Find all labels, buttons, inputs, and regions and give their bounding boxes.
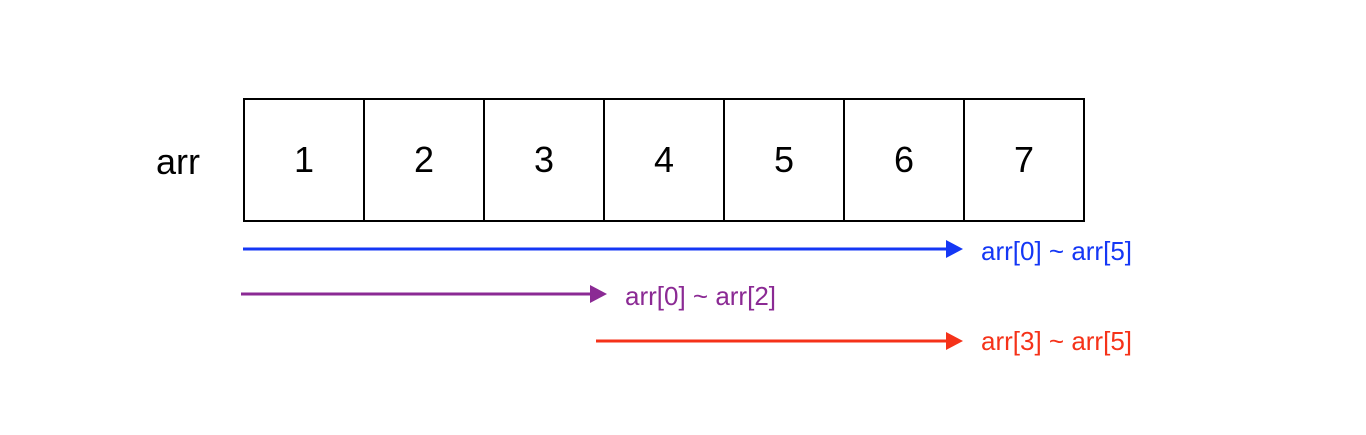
array-cell: 4 (605, 98, 725, 222)
range-label-0-5: arr[0] ~ arr[5] (981, 236, 1132, 266)
array-cell: 6 (845, 98, 965, 222)
array-cell: 1 (245, 98, 365, 222)
arrowhead-icon (946, 240, 963, 258)
array-cell: 3 (485, 98, 605, 222)
arrowhead-icon (590, 285, 607, 303)
range-label-0-2: arr[0] ~ arr[2] (625, 281, 776, 311)
array-cells: 1 2 3 4 5 6 7 (243, 98, 1085, 222)
array-name-label: arr (156, 141, 200, 182)
arrowhead-icon (946, 332, 963, 350)
array-cell: 7 (965, 98, 1085, 222)
array-cell: 5 (725, 98, 845, 222)
array-cell: 2 (365, 98, 485, 222)
range-label-3-5: arr[3] ~ arr[5] (981, 326, 1132, 356)
